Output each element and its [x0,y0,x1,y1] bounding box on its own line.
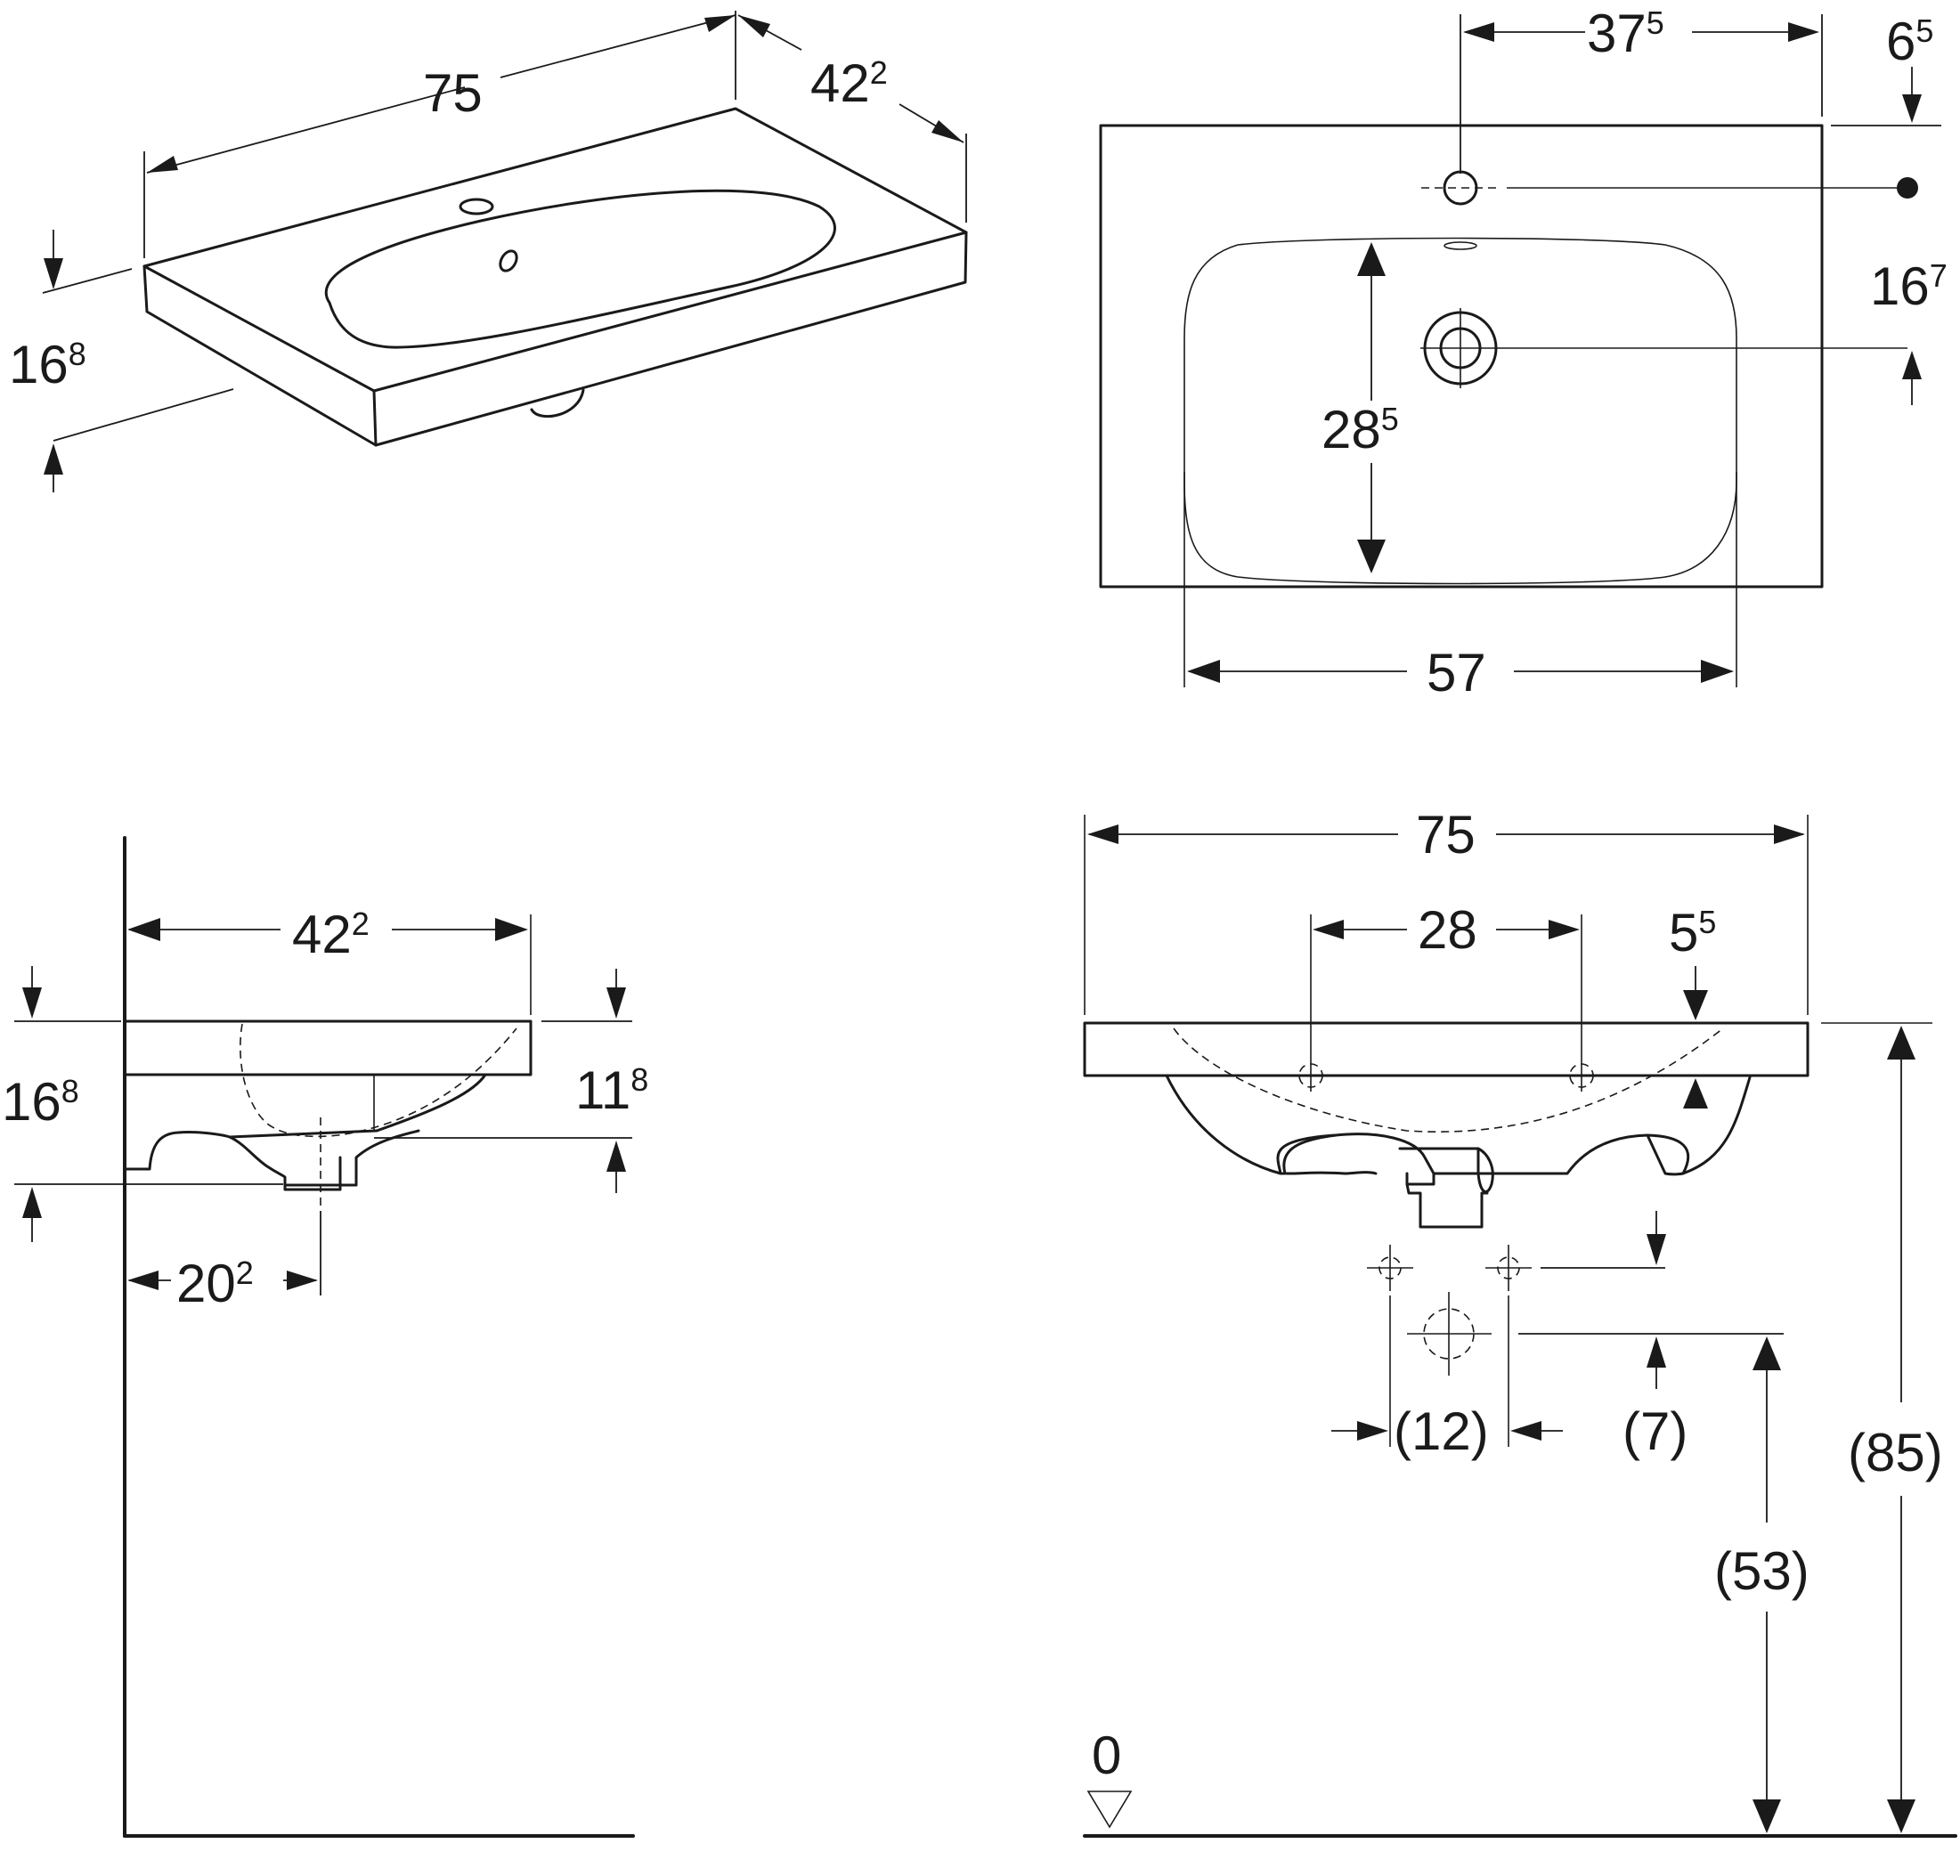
isometric-view [42,11,968,492]
iso-width-label: 75 [423,63,483,123]
top-tap-to-drain-label: 167 [1870,256,1948,316]
front-mount-spacing-label: 28 [1418,900,1477,960]
side-height-label: 168 [2,1072,79,1132]
top-tap-offset-label: 375 [1587,4,1664,63]
supply-right [1485,1245,1532,1291]
iso-height-label: 168 [9,335,86,394]
iso-depth-label: 422 [810,53,888,113]
mount-hole-right [1566,1060,1598,1092]
top-view [1099,14,1941,687]
supply-left [1367,1245,1413,1291]
front-width-label: 75 [1416,805,1476,865]
drain-connection [1407,1292,1492,1376]
top-bowl-width-label: 57 [1427,643,1486,702]
front-floor-level-label: 0 [1092,1726,1121,1785]
front-rim-height-label: (85) [1848,1423,1943,1482]
top-edge-to-tap-label: 65 [1886,12,1933,71]
front-supply-spacing-label: (12) [1394,1401,1489,1461]
floor-level-marker [1086,1791,1133,1829]
side-view [14,836,635,1838]
front-drain-height-label: (53) [1714,1541,1810,1601]
top-bowl-depth-label: 285 [1322,400,1399,459]
front-view [1083,815,1957,1838]
side-depth-label: 422 [292,905,370,964]
front-supply-offset-label: (7) [1622,1401,1688,1461]
side-drain-offset-label: 202 [176,1254,254,1313]
side-inner-height-label: 118 [575,1060,648,1120]
mount-hole-left [1295,1060,1327,1092]
front-rim-offset-label: 55 [1669,903,1716,962]
